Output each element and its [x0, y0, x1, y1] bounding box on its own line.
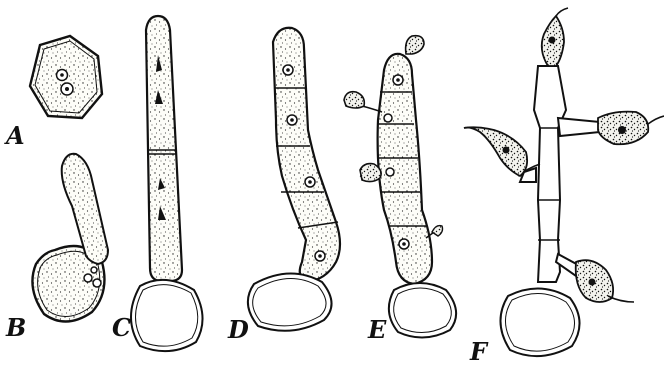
panel-e-germ-tube [344, 36, 456, 338]
panel-a-spore [30, 36, 102, 118]
panel-d-germ-tube [248, 28, 340, 331]
panel-label-a: A [6, 124, 25, 148]
panel-label-c: C [112, 316, 131, 340]
panel-label-e: E [368, 318, 386, 342]
nucleus-icon [91, 267, 97, 273]
panel-label-b: B [6, 316, 26, 340]
panel-f-branched-hyphae [464, 8, 664, 356]
panel-label-f: F [470, 340, 487, 364]
panel-label-d: D [228, 318, 249, 342]
panel-c-germ-tube [131, 16, 203, 351]
nucleus-icon [386, 168, 394, 176]
panel-b-germinating-spore [32, 154, 108, 322]
nucleus-icon [384, 114, 392, 122]
nucleus-icon [93, 279, 101, 287]
nucleus-icon [84, 274, 92, 282]
